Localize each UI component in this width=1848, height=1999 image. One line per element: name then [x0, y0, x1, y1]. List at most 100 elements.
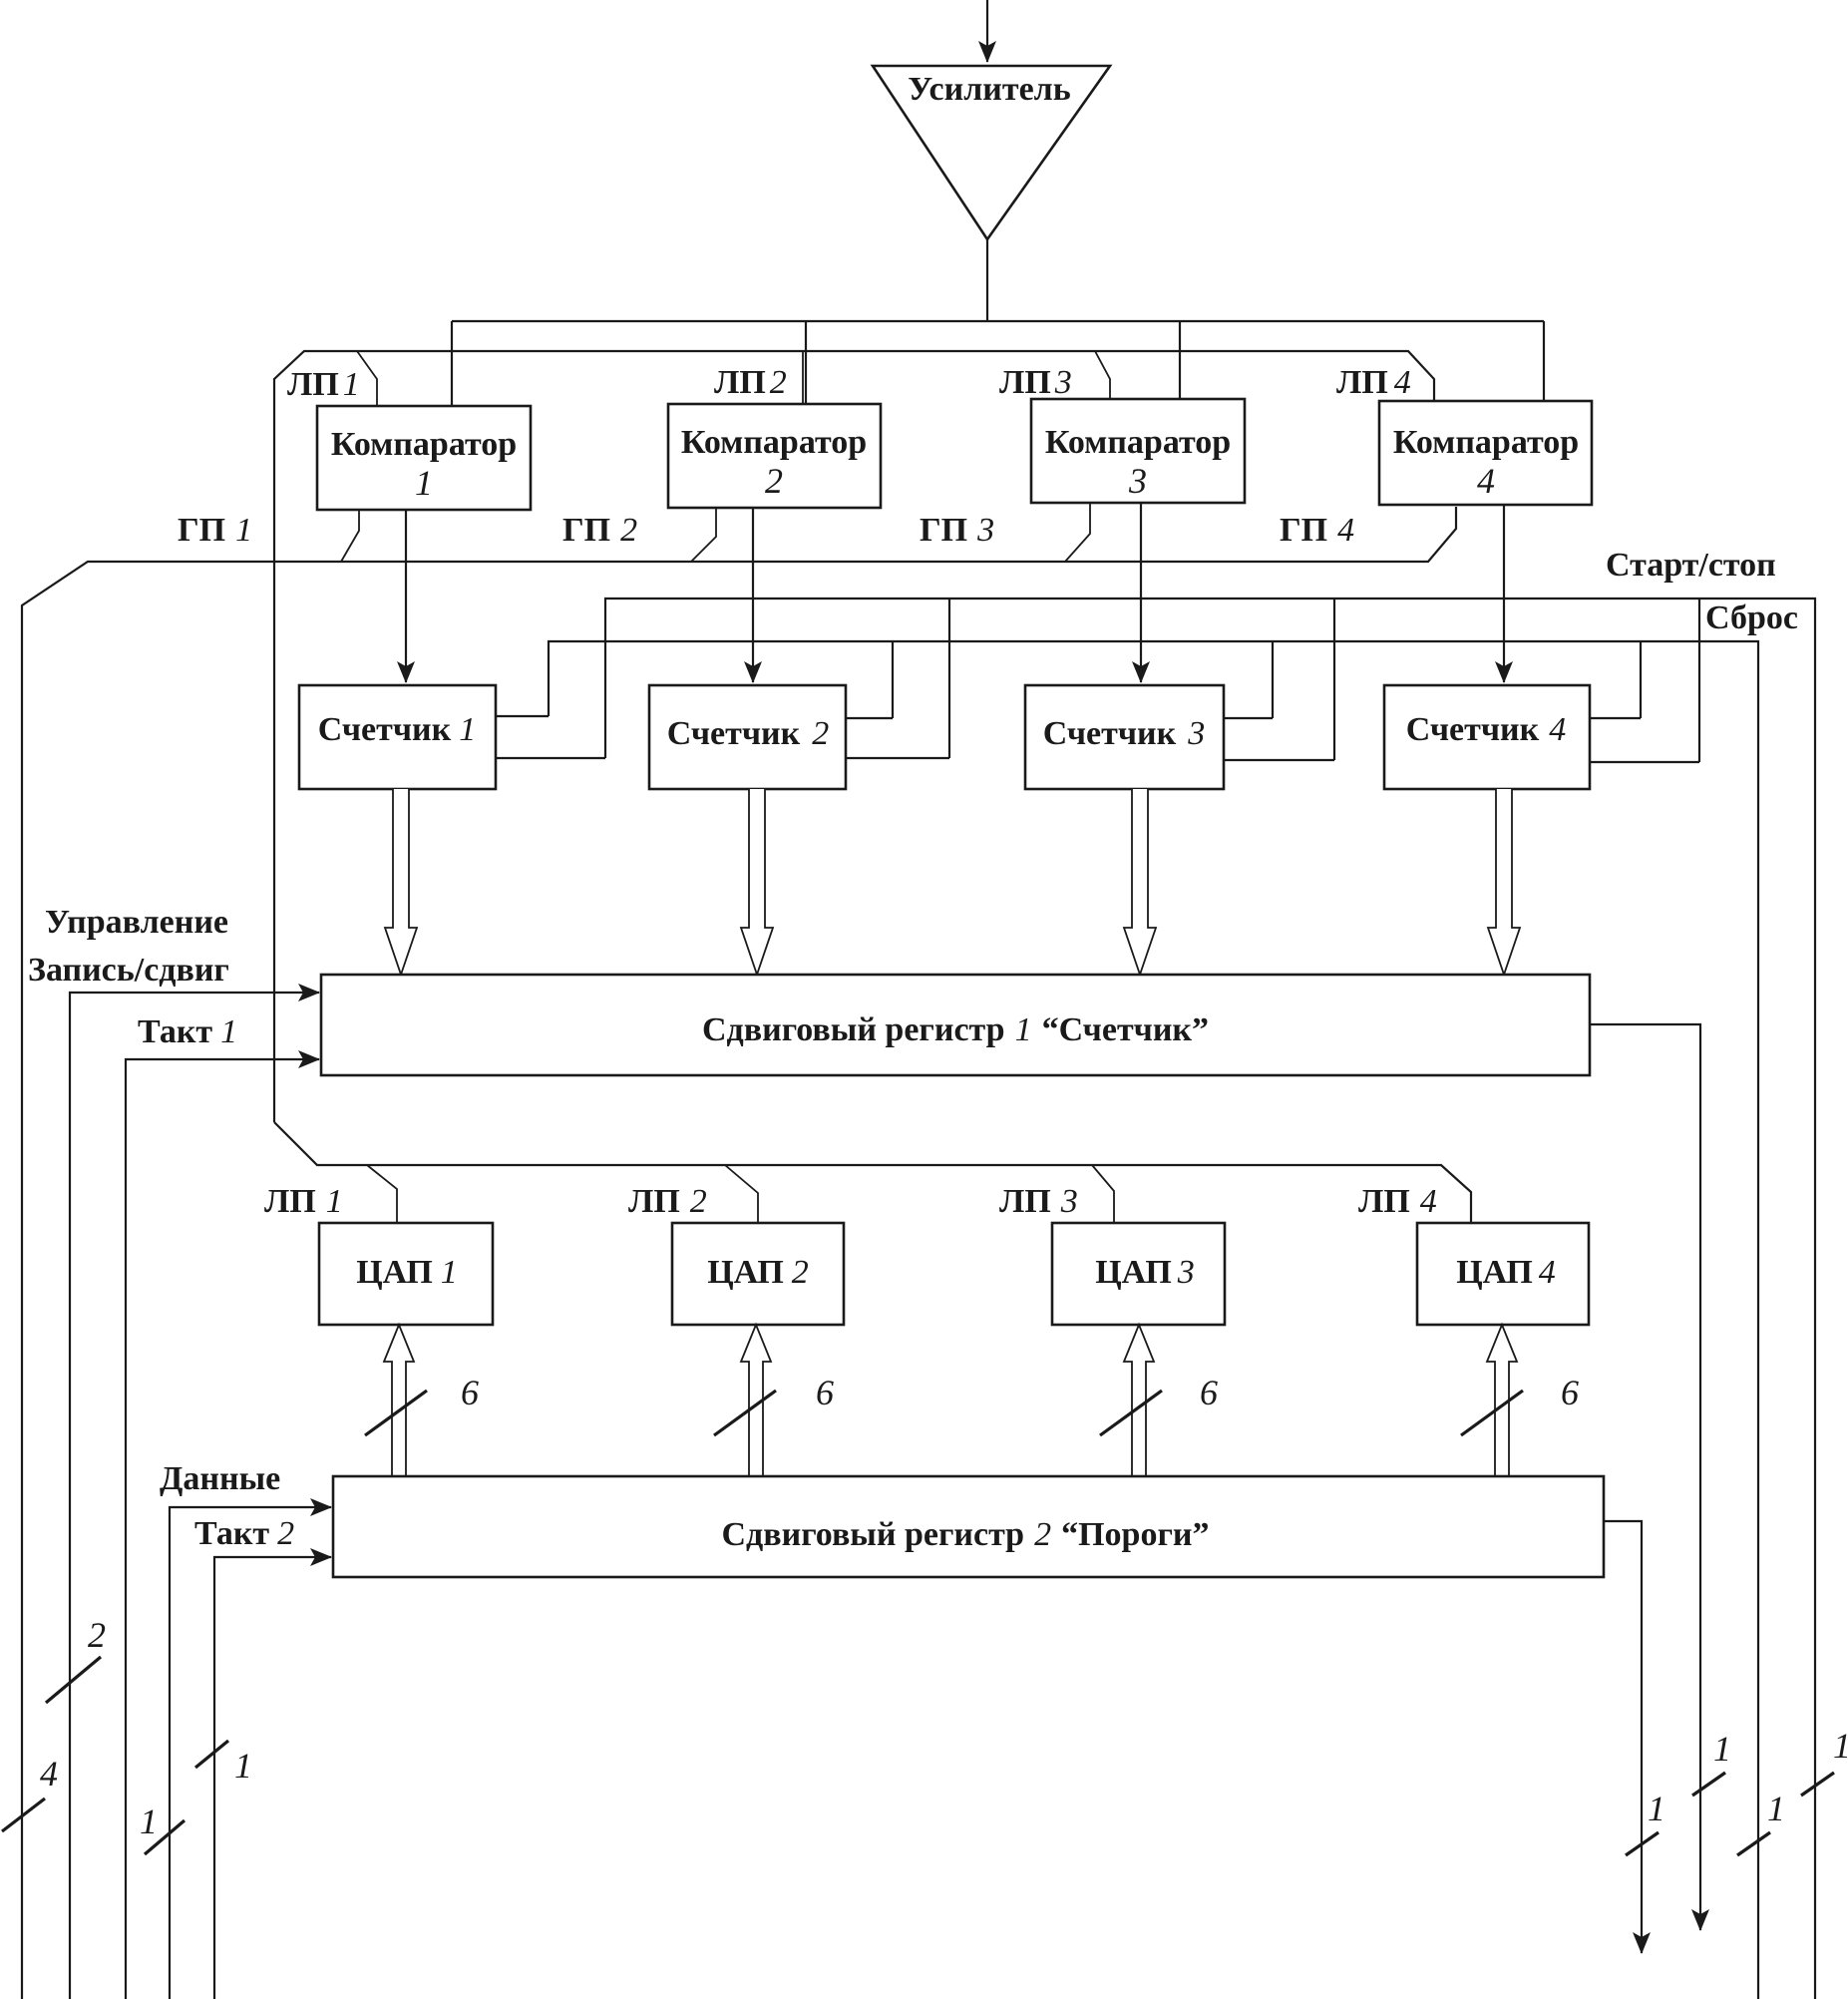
data-bus-width: 1 — [140, 1801, 158, 1841]
dac-2-bus-width: 6 — [816, 1373, 834, 1412]
counter-3-output-bus — [1122, 789, 1158, 978]
start-stop-label: Старт/стоп — [1606, 547, 1776, 584]
comparator-1-number: 1 — [415, 463, 433, 503]
comparator-1: Компаратор 1 — [315, 404, 533, 512]
control-bus-width: 2 — [88, 1615, 106, 1655]
lp1-lower-tap — [366, 1164, 398, 1223]
comparator-4-label: Компаратор — [1393, 424, 1579, 461]
clock-2-line — [212, 1548, 332, 1999]
dac-1-bus-width: 6 — [461, 1373, 479, 1412]
comparator-4: Компаратор 4 — [1377, 399, 1594, 507]
clock2-bus-width: 1 — [234, 1746, 252, 1786]
counter-2-output-bus — [739, 789, 775, 978]
dac-1-bus-width-tick — [364, 1389, 428, 1437]
control-label: Управление — [45, 904, 228, 941]
start-stop-bus-width-tick — [1800, 1771, 1835, 1798]
gp-bus — [20, 507, 1458, 1999]
counter-1-output-bus — [383, 789, 419, 978]
dac-1-input-bus — [382, 1322, 416, 1476]
gp2-tap — [690, 509, 717, 563]
dac-4-bus-width: 6 — [1561, 1373, 1579, 1412]
gp1-tap — [340, 509, 360, 563]
write-shift-label: Запись/сдвиг — [28, 952, 229, 989]
reg1-out-bus-width-tick — [1691, 1771, 1726, 1798]
start-stop-bus-width: 1 — [1833, 1726, 1848, 1766]
data-label: Данные — [160, 1460, 280, 1497]
dac-4-input-bus — [1485, 1322, 1519, 1476]
write-shift-line — [68, 984, 320, 1999]
dac-3-bus-width: 6 — [1200, 1373, 1218, 1412]
clock2-bus-width-tick — [193, 1739, 230, 1770]
reg2-out-bus-width: 1 — [1648, 1789, 1665, 1828]
register-2-output-line — [1604, 1519, 1651, 1954]
outer-bus-width-tick — [1, 1797, 46, 1833]
reset-bus — [547, 639, 1760, 1999]
dac-3-input-bus — [1122, 1322, 1156, 1476]
amplifier-triangle — [870, 64, 1113, 242]
reg1-out-bus-width: 1 — [1713, 1729, 1731, 1769]
reset-bus-width: 1 — [1767, 1789, 1785, 1828]
dac-2-input-bus — [739, 1322, 773, 1476]
counter-4-output-bus — [1486, 789, 1522, 978]
reset-label: Сброс — [1705, 600, 1798, 636]
comparator-2-number: 2 — [765, 461, 783, 501]
lp3-lower-tap — [1091, 1164, 1115, 1223]
comparator-3-number: 3 — [1128, 461, 1147, 501]
reg2-out-bus-width-tick — [1625, 1830, 1660, 1857]
dac-3-bus-width-tick — [1099, 1389, 1163, 1437]
control-bus-width-tick — [44, 1655, 103, 1705]
dac-2-bus-width-tick — [713, 1389, 777, 1437]
clock-1-line — [124, 1050, 320, 1999]
comparator-4-number: 4 — [1477, 461, 1495, 501]
comparator-3-label: Компаратор — [1045, 424, 1231, 461]
comparator-2-label: Компаратор — [681, 424, 867, 461]
reset-bus-width-tick — [1736, 1830, 1771, 1857]
outer-bus-width: 4 — [40, 1754, 58, 1794]
dac-4-bus-width-tick — [1460, 1389, 1524, 1437]
amplifier-label: Усилитель — [908, 71, 1070, 108]
lp1-tap — [356, 350, 378, 406]
comparator-2: Компаратор 2 — [666, 402, 883, 510]
lp-bus-lower — [273, 1121, 1473, 1223]
lp-bus-upper — [272, 349, 1436, 1122]
start-stop-bus — [603, 597, 1817, 1999]
data-bus-width-tick — [143, 1818, 186, 1856]
lp2-lower-tap — [724, 1164, 759, 1223]
register-1-output-line — [1590, 1022, 1709, 1931]
comparator-3: Компаратор 3 — [1029, 397, 1247, 505]
comparator-1-label: Компаратор — [331, 426, 517, 463]
lp3-tap — [1094, 350, 1111, 401]
